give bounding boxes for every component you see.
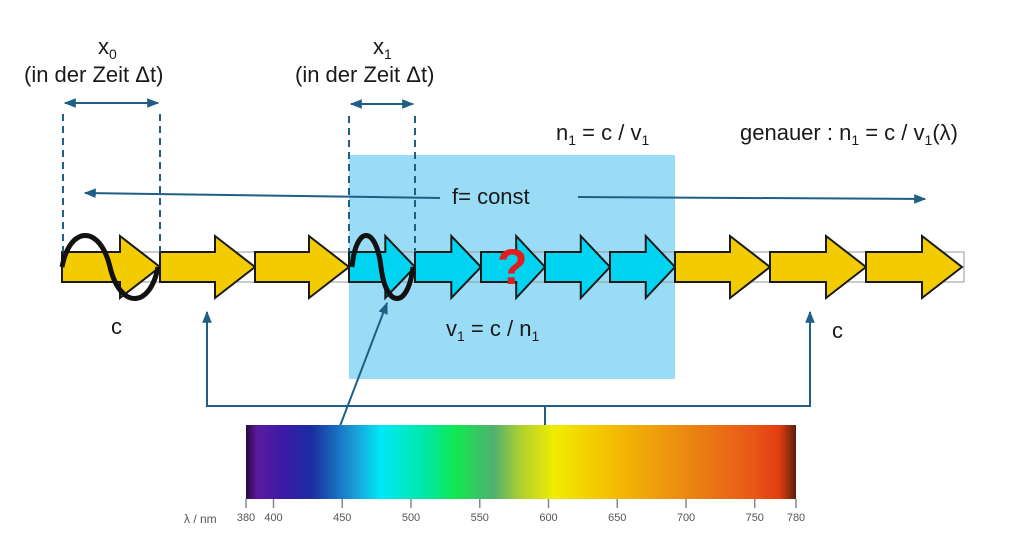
spectrum-tick-label: 380 bbox=[236, 512, 256, 524]
wave-arrow-vacuum bbox=[769, 233, 868, 301]
spectrum-tick-label: 600 bbox=[539, 512, 558, 524]
v-subscript: 1 bbox=[641, 132, 650, 148]
n-subscript: 1 bbox=[568, 132, 577, 148]
x0-time-label: (in der Zeit Δt) bbox=[24, 62, 164, 87]
refractive-index-formula: n1 = c / v1 bbox=[556, 120, 649, 148]
genauer-mid: = c / v bbox=[859, 120, 925, 145]
n-equation: = c / v bbox=[576, 120, 642, 145]
dispersion-formula: genauer : n1 = c / v1(λ) bbox=[740, 120, 958, 148]
speed-label-left: c bbox=[111, 314, 122, 339]
velocity-formula: v1 = c / n1 bbox=[446, 316, 539, 344]
wavelength-pointer bbox=[339, 301, 388, 427]
wave-arrow-vacuum bbox=[159, 233, 257, 301]
x0-label: x0 bbox=[98, 34, 117, 62]
v1-subscript: 1 bbox=[457, 328, 465, 344]
spectrum-tick-label: 450 bbox=[333, 512, 352, 524]
spectrum-tick-label: 500 bbox=[401, 512, 421, 524]
x1-time-label: (in der Zeit Δt) bbox=[295, 62, 435, 87]
spectrum-axis-label: λ / nm bbox=[184, 512, 217, 526]
genauer-suffix: (λ) bbox=[932, 120, 958, 145]
frequency-arrow-left bbox=[83, 188, 441, 199]
genauer-prefix: genauer : n bbox=[740, 120, 852, 145]
spectrum-ticks bbox=[245, 499, 797, 508]
x1-symbol: x bbox=[373, 34, 384, 59]
wave-vacuum bbox=[59, 233, 161, 301]
frequency-label: f= const bbox=[452, 184, 530, 209]
spectrum-bar bbox=[246, 425, 796, 499]
speed-label-right: c bbox=[832, 318, 843, 343]
wave-arrow-medium bbox=[414, 233, 483, 301]
spectrum-tick-label: 400 bbox=[264, 512, 283, 524]
wave-arrow-vacuum bbox=[865, 233, 964, 301]
x1-subscript: 1 bbox=[384, 46, 392, 62]
spectrum-tick-label: 650 bbox=[608, 512, 627, 524]
spectrum-tick-label: 750 bbox=[745, 512, 764, 524]
frequency-arrow-right bbox=[577, 194, 927, 204]
wave-arrow-vacuum bbox=[254, 233, 351, 301]
wave-arrow-vacuum bbox=[674, 233, 772, 301]
v-equation: = c / n bbox=[464, 316, 532, 341]
wave-arrow-medium bbox=[609, 233, 677, 301]
x1-label: x1 bbox=[373, 34, 392, 62]
x0-subscript: 0 bbox=[109, 46, 117, 62]
question-mark: ? bbox=[497, 239, 528, 295]
genauer-sub2: 1 bbox=[924, 132, 933, 148]
genauer-sub1: 1 bbox=[851, 132, 860, 148]
v-symbol: v bbox=[446, 316, 457, 341]
wave-medium bbox=[349, 233, 416, 301]
spectrum-tick-label: 700 bbox=[676, 512, 696, 524]
n1-subscript: 1 bbox=[531, 328, 540, 344]
spectrum-tick-label: 780 bbox=[786, 512, 806, 524]
wave-arrow-medium bbox=[544, 233, 612, 301]
spectrum-connector bbox=[206, 318, 811, 407]
x0-symbol: x bbox=[98, 34, 109, 59]
spectrum-tick-label: 550 bbox=[470, 512, 489, 524]
wave-arrow-medium bbox=[480, 233, 547, 301]
n-symbol: n bbox=[556, 120, 569, 145]
